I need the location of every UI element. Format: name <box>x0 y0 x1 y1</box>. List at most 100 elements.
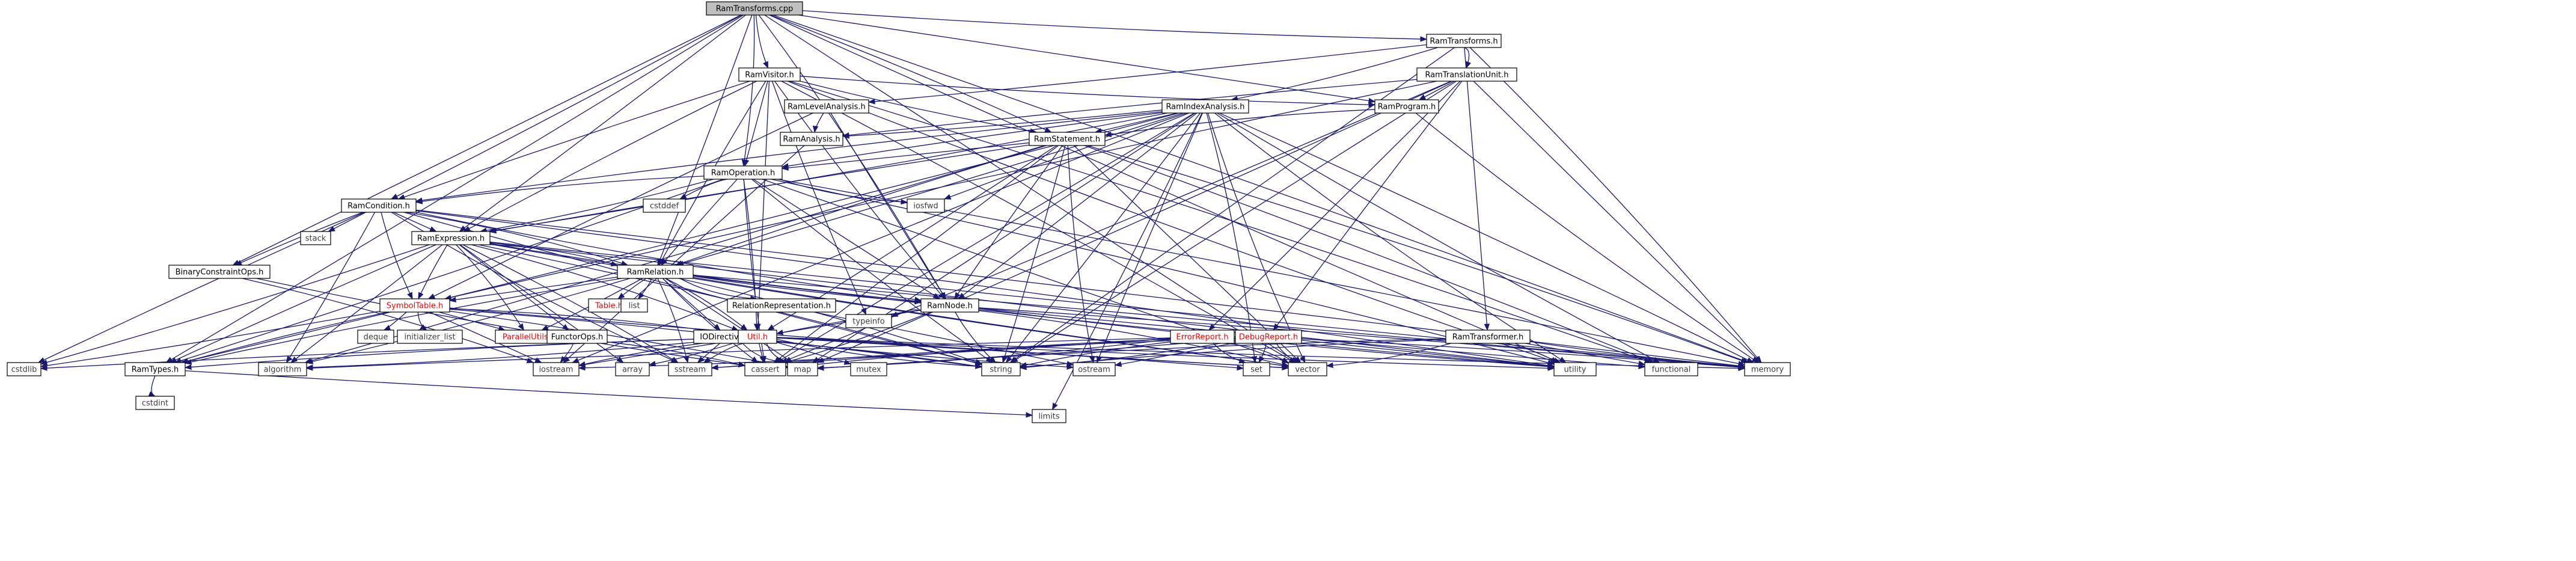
node-ostream: ostream <box>1072 362 1116 376</box>
include-edge-program-to-stmt <box>1104 109 1375 138</box>
include-edge-symtab-to-cstdlib <box>40 310 381 369</box>
include-edge-functor-to-cassert <box>607 341 746 367</box>
include-edge-root-to-visitor <box>755 14 769 69</box>
node-level[interactable]: RamLevelAnalysis.h <box>784 99 869 114</box>
include-edge-bco-to-iostream <box>242 278 534 363</box>
node-idx[interactable]: RamIndexAnalysis.h <box>1161 99 1249 114</box>
node-label: limits <box>1038 412 1060 422</box>
node-op[interactable]: RamOperation.h <box>703 165 783 180</box>
include-edge-dbg-to-utility <box>1301 340 1555 369</box>
include-edge-rt_h-to-tu <box>1464 47 1471 69</box>
include-edge-types-to-cstdint <box>148 375 156 397</box>
node-label: memory <box>1751 366 1784 375</box>
node-box <box>1161 99 1249 114</box>
include-edge-util-to-memory <box>776 337 1746 372</box>
node-transformer[interactable]: RamTransformer.h <box>1445 330 1531 344</box>
include-edge-transformer-to-memory <box>1529 341 1746 369</box>
include-edge-visitor-to-vector <box>781 81 1296 363</box>
include-edge-tu-to-memory <box>1473 81 1761 363</box>
include-edge-dbg-to-ostream <box>1114 342 1236 367</box>
node-label: RamTransforms.cpp <box>716 5 794 14</box>
node-rel[interactable]: RamRelation.h <box>617 265 694 279</box>
node-tu[interactable]: RamTranslationUnit.h <box>1416 67 1517 82</box>
include-edge-op-to-cond <box>415 176 705 204</box>
node-bco[interactable]: BinaryConstraintOps.h <box>168 265 271 279</box>
file-nodes: RamTransforms.cppRamTransforms.hRamVisit… <box>7 1 1791 423</box>
include-edge-expr-to-symtab <box>418 244 448 300</box>
node-label: stack <box>305 235 326 244</box>
node-par[interactable]: ParallelUtils.h <box>495 330 563 344</box>
include-edge-rt_h-to-transformer <box>1464 47 1490 331</box>
node-box <box>981 362 1021 376</box>
node-label: RamTypes.h <box>132 366 179 375</box>
node-label: RamLevelAnalysis.h <box>788 103 866 112</box>
node-cstddef: cstddef <box>643 198 686 213</box>
node-mutex: mutex <box>850 362 887 376</box>
node-relrep[interactable]: RelationRepresentation.h <box>727 298 836 313</box>
include-edge-rt_h-to-memory <box>1469 47 1762 363</box>
node-box <box>7 362 41 376</box>
include-edge-idx-to-cond <box>415 111 1163 203</box>
include-edge-dbg-to-vector <box>1276 343 1300 363</box>
node-label: initializer_list <box>404 333 455 342</box>
include-edge-idx-to-functional <box>1217 112 1660 363</box>
node-expr[interactable]: RamExpression.h <box>411 231 491 245</box>
node-box <box>1029 132 1106 146</box>
include-edge-visitor-to-cond <box>397 81 750 200</box>
node-stmt[interactable]: RamStatement.h <box>1029 132 1106 146</box>
include-edge-expr-to-algorithm <box>290 244 443 363</box>
node-util[interactable]: Util.h <box>738 330 777 344</box>
node-label: RamTranslationUnit.h <box>1425 71 1508 80</box>
node-types[interactable]: RamTypes.h <box>124 362 186 376</box>
node-label: functional <box>1652 366 1691 375</box>
include-edge-tu-to-map <box>816 81 1452 363</box>
node-label: RamStatement.h <box>1034 135 1100 144</box>
include-edge-root-to-rel <box>657 14 753 266</box>
node-symtab[interactable]: SymbolTable.h <box>379 298 450 313</box>
node-label: cstdint <box>142 399 168 408</box>
include-edge-tu-to-analysis <box>842 79 1418 138</box>
node-label: DebugReport.h <box>1239 333 1298 342</box>
include-edge-err-to-set <box>1213 343 1246 364</box>
node-program[interactable]: RamProgram.h <box>1374 99 1439 114</box>
node-initlist: initializer_list <box>397 330 463 344</box>
node-label: set <box>1250 366 1262 375</box>
node-box <box>1032 409 1066 423</box>
node-table[interactable]: Table.h <box>588 298 630 313</box>
include-edge-rel-to-table <box>617 278 647 299</box>
node-typeinfo: typeinfo <box>845 314 892 328</box>
node-box <box>727 298 836 313</box>
node-box <box>1445 330 1531 344</box>
include-edge-rel-to-vector <box>693 277 1290 369</box>
node-box <box>397 330 463 344</box>
include-edge-op-to-expr <box>479 179 714 233</box>
include-edge-rel-to-iod <box>662 278 721 331</box>
include-edge-rel-to-string <box>678 278 983 364</box>
include-edge-stmt-to-node <box>954 145 1063 299</box>
node-label: RamAnalysis.h <box>783 135 840 144</box>
node-root[interactable]: RamTransforms.cpp <box>706 1 803 16</box>
node-functor[interactable]: FunctorOps.h <box>546 330 608 344</box>
include-edge-root-to-stmt <box>770 14 1052 133</box>
node-box <box>546 330 608 344</box>
include-edge-symtab-to-deque <box>383 311 407 331</box>
node-label: deque <box>364 333 388 342</box>
node-dbg[interactable]: DebugReport.h <box>1235 330 1302 344</box>
node-cond[interactable]: RamCondition.h <box>341 198 417 213</box>
node-visitor[interactable]: RamVisitor.h <box>738 67 801 82</box>
include-edge-err-to-vector <box>1223 343 1289 364</box>
node-label: RamCondition.h <box>347 202 410 211</box>
include-edge-program-to-memory <box>1415 112 1759 363</box>
node-analysis[interactable]: RamAnalysis.h <box>780 132 843 146</box>
include-edge-root-to-op <box>741 14 755 167</box>
node-memory: memory <box>1744 362 1791 376</box>
node-label: string <box>990 366 1012 375</box>
node-label: utility <box>1564 366 1586 375</box>
include-edge-node-to-vector <box>978 310 1290 367</box>
include-edge-rt_h-to-string <box>1009 47 1455 363</box>
include-edge-rel-to-map <box>665 278 794 363</box>
node-node[interactable]: RamNode.h <box>920 298 979 313</box>
node-err[interactable]: ErrorReport.h <box>1170 330 1235 344</box>
node-box <box>907 198 945 213</box>
node-rt_h[interactable]: RamTransforms.h <box>1426 34 1502 48</box>
